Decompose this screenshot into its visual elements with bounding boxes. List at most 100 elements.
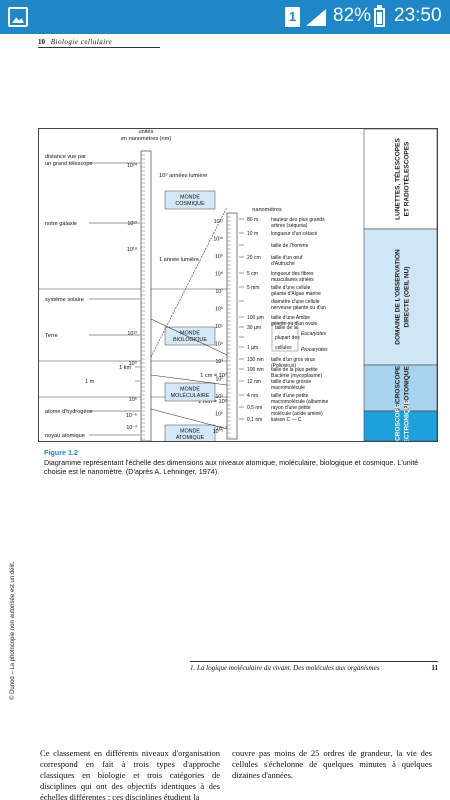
right-item-size: 130 nm — [247, 357, 264, 363]
right-power-label: 10⁵ — [215, 324, 223, 330]
right-item-desc: nerveuse géante ou d'un — [271, 305, 326, 311]
right-item-desc: molécule (acide aminé) — [271, 411, 323, 417]
right-item-desc: d'Autruche — [271, 261, 295, 267]
instrument-band — [363, 128, 438, 230]
right-item-desc: taille de l'homme — [271, 243, 309, 249]
left-scale-title: en nanomètres (nm) — [121, 136, 172, 142]
bracket-label: Procaryotes — [301, 347, 328, 353]
right-item-desc: rayon d'une petite — [271, 405, 311, 411]
left-label: noyau atomique — [45, 433, 85, 439]
signal-icon — [306, 9, 326, 26]
battery-icon — [374, 5, 385, 27]
right-power-label: 10⁸ — [215, 272, 223, 278]
right-power-label: 10⁴ — [215, 342, 223, 348]
right-power-label: 10¹ — [216, 394, 224, 400]
domain-box — [164, 382, 216, 402]
right-item-size: 4 nm — [247, 393, 258, 399]
left-power-label: 10⁻⁶ — [126, 413, 137, 419]
page-number: 10 — [38, 38, 45, 46]
left-label: distance vue par — [45, 154, 86, 160]
left-power-label: 10¹² — [127, 331, 137, 337]
right-item-size: 100 µm — [247, 315, 264, 321]
domain-label: MONDE — [180, 429, 200, 435]
left-power-label: 10¹⁸ — [127, 247, 137, 253]
right-item-desc: diamètre d'une cellule — [271, 299, 320, 305]
right-power-label: 10² — [216, 377, 224, 383]
right-item-size: 80 m — [247, 217, 258, 223]
right-item-desc: musculaires striées — [271, 277, 314, 283]
connector-line — [150, 318, 228, 356]
left-scale-bar — [140, 150, 152, 442]
right-item-desc: longueur des fibres — [271, 271, 314, 277]
left-label: Terre — [45, 333, 58, 339]
right-item-desc: taille de la — [275, 325, 298, 331]
bracket-label: Eucaryotes — [301, 331, 327, 337]
left-power-label: 10²² — [127, 221, 137, 227]
right-item-desc: taille d'une grosse — [271, 379, 311, 385]
gallery-icon — [8, 7, 28, 27]
right-item-size: 1 µm — [247, 345, 258, 351]
left-label: notre galaxie — [45, 221, 77, 227]
right-item-size: 30 µm — [247, 325, 261, 331]
clock: 23:50 — [394, 5, 442, 26]
right-scale-title: nanomètres — [252, 207, 282, 213]
right-item-desc: taille d'une cellule — [271, 285, 311, 291]
left-label: un grand télescope — [45, 161, 93, 167]
right-item-desc: macromolécule — [271, 385, 305, 391]
copyright-notice: © Dunod – La photocopie non autorisée es… — [10, 561, 16, 700]
right-item-size: 5 mm — [247, 285, 260, 291]
figure-caption: Figure 1.2 Diagramme représentant l'éche… — [44, 448, 434, 477]
right-item-desc: hauteur des plus grands — [271, 217, 325, 223]
connector-line — [150, 408, 228, 430]
right-power-label: 10³ — [216, 359, 224, 365]
right-item-size: 10 m — [247, 231, 258, 237]
left-label: système solaire — [45, 297, 84, 303]
right-item-desc: taille de la plus petite — [271, 367, 318, 373]
figure-caption-text: Diagramme représentant l'échelle des dim… — [44, 457, 419, 477]
body-column-left: Ce classement en différents niveaux d'or… — [40, 748, 220, 800]
footer-title: 1. La logique moléculaire du vivant. Des… — [190, 664, 380, 672]
battery-percent: 82% — [333, 5, 372, 26]
instrument-label: MICROSCOPE — [395, 365, 402, 410]
right-item-size: 0,5 nm — [247, 405, 262, 411]
connector-line — [150, 206, 228, 358]
scale-annotation: 10⁹ années lumière — [159, 172, 207, 179]
instrument-label: MICROSCOPE — [395, 403, 402, 441]
right-item-desc: cellules — [275, 345, 292, 351]
instrument-label: DOMAINE DE L'OBSERVATION — [395, 249, 402, 345]
left-label: atome d'hydrogène — [45, 409, 93, 415]
right-item-desc: Bactérie (mycoplasme) — [271, 373, 322, 379]
right-item-desc: taille d'une petite — [271, 393, 309, 399]
left-power-label: 10²⁴ — [127, 163, 138, 169]
left-power-label: 10⁻² — [126, 425, 137, 431]
right-item-desc: liaison C — C — [271, 417, 302, 423]
instrument-label: LUNETTES, TÉLESCOPES — [393, 138, 402, 220]
domain-label: MOLÉCULAIRE — [171, 392, 210, 399]
page-footer: 1. La logique moléculaire du vivant. Des… — [190, 661, 438, 672]
right-item-desc: (Poliovirus) — [271, 363, 296, 369]
connector-line — [150, 374, 228, 386]
right-item-desc: arbres (séquoia) — [271, 223, 308, 229]
right-item-desc: géante d'Algue marine — [271, 291, 321, 297]
domain-label: MONDE — [180, 387, 200, 393]
domain-label: MONDE — [180, 331, 200, 337]
domain-label: BIOLOGIQUE — [173, 337, 207, 343]
right-power-label: 10⁰ — [215, 412, 223, 418]
domain-label: MONDE — [180, 195, 200, 201]
domain-label: ATOMIQUE — [176, 435, 205, 441]
right-power-label: 10⁶ — [215, 307, 223, 313]
scale-annotation: 1 cm = 10⁷ — [200, 372, 227, 379]
left-scale-title: unités — [139, 129, 154, 135]
page-header: 10 Biologie cellulaire — [38, 38, 160, 48]
right-item-size: 12 nm — [247, 379, 261, 385]
right-power-label: 10¹⁰ — [213, 237, 223, 243]
footer-page-number: 11 — [431, 664, 438, 672]
left-label: 1 km — [119, 365, 131, 371]
left-power-label: 10⁶ — [129, 397, 137, 403]
left-label: 1 m — [85, 379, 95, 385]
